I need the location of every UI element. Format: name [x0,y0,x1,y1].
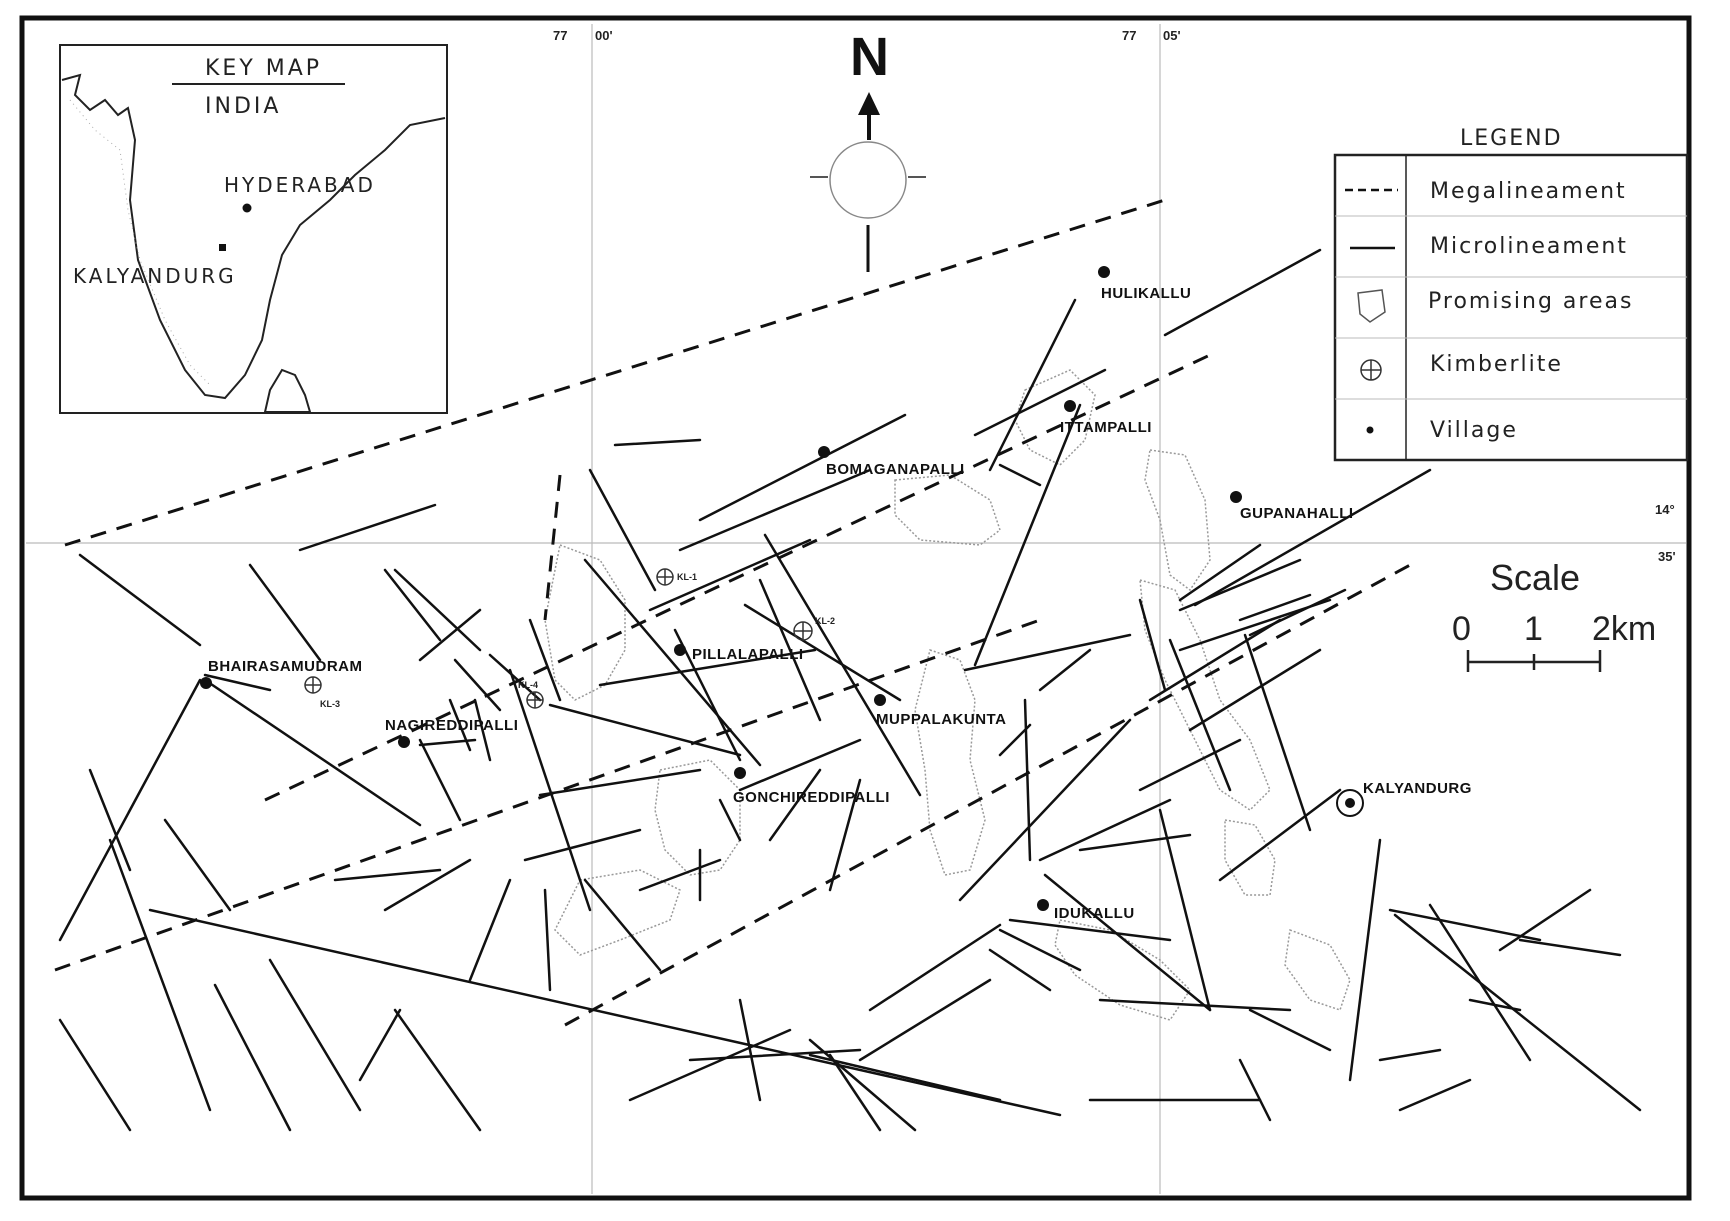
village-dot-nagireddipalli [398,736,410,748]
key-map-hyderabad: HYDERABAD [224,173,376,197]
north-arrow-head [858,92,880,115]
promising-area [554,869,681,956]
legend-frame [1333,153,1689,462]
village-label-nagireddipalli: NAGIREDDIPALLI [385,717,518,734]
kimberlite-label-kl-4: KL-4 [518,680,538,690]
scale-tick-0: 0 [1452,610,1471,648]
kalyandurg-square [219,244,226,251]
village-dot-muppalakunta [874,694,886,706]
village-label-muppalakunta: MUPPALAKUNTA [876,711,1006,728]
village-dot-gupanahalli [1230,491,1242,503]
legend-title: LEGEND [1460,126,1563,151]
scale-bar: Scale 0 1 2km [1452,557,1656,672]
village-dot-bhairasamudram [200,677,212,689]
kimberlite-kl-1 [656,568,674,586]
scale-tick-1: 1 [1524,610,1543,648]
lat-label-deg: 14° [1655,502,1675,517]
village-label-bhairasamudram: BHAIRASAMUDRAM [208,658,363,675]
villages: HULIKALLU ITTAMPALLI BOMAGANAPALLI GUPAN… [200,266,1472,922]
kimberlite-kl-4 [526,691,544,709]
promising-area [914,649,986,876]
microlineaments [58,248,1642,1132]
village-label-idukallu: IDUKALLU [1054,905,1135,922]
village-label-gonchireddipalli: GONCHIREDDIPALLI [733,789,890,806]
promising-area [1284,928,1351,1011]
legend-label-megalineament: Megalineament [1430,179,1627,204]
coastal-shading [69,99,211,386]
hyderabad-dot [242,203,252,213]
promising-area [654,759,741,876]
sri-lanka-outline [263,368,312,413]
village-dot-pillalapalli [674,644,686,656]
village-label-gupanahalli: GUPANAHALLI [1240,505,1354,522]
promising-area [1014,369,1096,466]
promising-area [1144,449,1211,592]
kimberlite-label-kl-3: KL-3 [320,699,340,709]
village-dot-idukallu [1037,899,1049,911]
north-label: N [850,27,889,87]
scale-tick-2: 2km [1592,610,1656,648]
legend: LEGEND Megalineament Microlineament Prom… [1333,126,1689,462]
key-map-title: KEY MAP [205,56,322,81]
legend-label-village: Village [1430,418,1518,443]
north-arrow: N [810,27,926,272]
lon-label-2: 77 [1122,28,1136,43]
key-map-kalyandurg: KALYANDURG [73,264,237,288]
village-dot-hulikallu [1098,266,1110,278]
legend-symbol-village [1366,426,1374,434]
legend-label-microlineament: Microlineament [1430,234,1628,259]
kimberlite-label-kl-1: KL-1 [677,572,697,582]
legend-symbol-promising-area [1357,289,1386,323]
india-coastline [61,73,446,400]
scale-title: Scale [1490,557,1580,598]
promising-area [894,474,1001,546]
megalineament [543,474,562,621]
compass-ring [829,141,907,219]
graticule [26,24,1686,1194]
kimberlite-kl-2 [793,621,813,641]
village-label-pillalapalli: PILLALAPALLI [692,646,804,663]
village-dot-kalyandurg [1345,798,1355,808]
legend-label-kimberlite: Kimberlite [1430,352,1563,377]
key-map-frame [59,44,448,414]
lon-label-1: 77 [553,28,567,43]
village-dot-gonchireddipalli [734,767,746,779]
lon-label-1-min: 00' [595,28,613,43]
megalineament [64,198,1166,547]
village-label-bomaganapalli: BOMAGANAPALLI [826,461,965,478]
kimberlite-kl-3 [304,676,322,694]
lon-label-2-min: 05' [1163,28,1181,43]
kimberlite-label-kl-2: KL-2 [815,616,835,626]
legend-label-promising-areas: Promising areas [1428,289,1633,314]
village-dot-ittampalli [1064,400,1076,412]
village-label-kalyandurg: KALYANDURG [1363,780,1472,797]
megalineament [264,353,1211,802]
village-label-ittampalli: ITTAMPALLI [1060,419,1152,436]
village-label-hulikallu: HULIKALLU [1101,285,1191,302]
promising-area [1139,578,1271,811]
kimberlites: KL-1 KL-2 KL-3 KL-4 [304,568,835,709]
lat-label-min: 35' [1658,549,1676,564]
key-map-subtitle: INDIA [205,94,281,119]
key-map: KEY MAP INDIA HYDERABAD KALYANDURG [59,44,448,414]
village-dot-bomaganapalli [818,446,830,458]
town-ring-kalyandurg [1336,789,1364,817]
